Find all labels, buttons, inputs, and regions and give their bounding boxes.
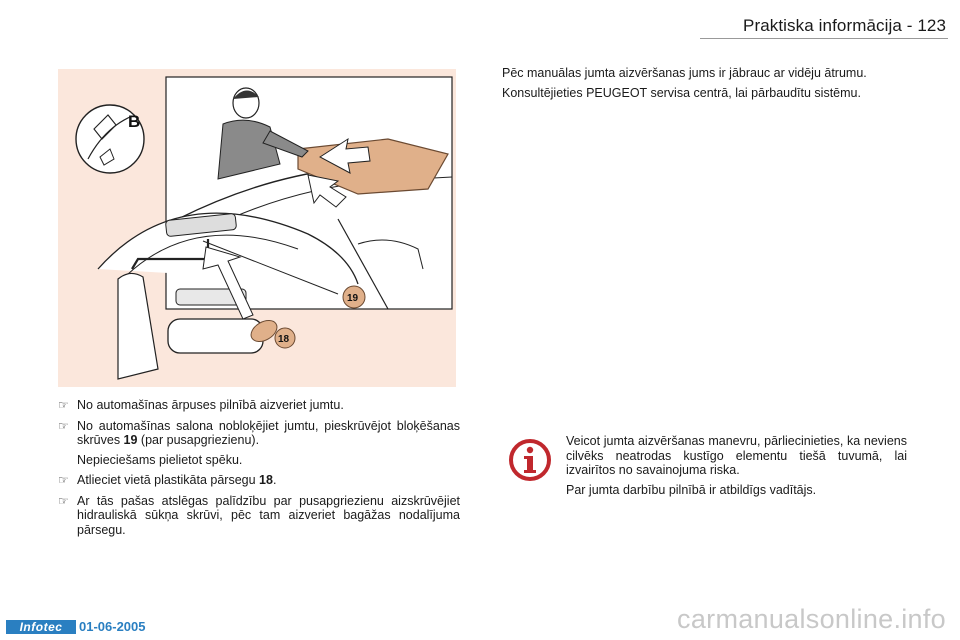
- info-column: Pēc manuālas jumta aizvēršanas jums ir j…: [502, 66, 902, 105]
- watermark: carmanualsonline.info: [677, 604, 946, 634]
- part-number: 18: [259, 473, 273, 487]
- page-header-title: Praktiska informācija - 123: [743, 16, 946, 35]
- info-paragraph: Pēc manuālas jumta aizvēršanas jums ir j…: [502, 66, 867, 80]
- warning-paragraph: Par jumta darbību pilnībā ir atbildīgs v…: [566, 482, 817, 497]
- warning-box: Veicot jumta aizvēršanas manevru, pārlie…: [502, 434, 907, 502]
- roof-closing-illustration: B 19 18: [58, 69, 456, 387]
- warning-paragraph: Veicot jumta aizvēršanas manevru, pārlie…: [566, 434, 907, 477]
- instruction-note: Nepieciešams pielietot spēku.: [77, 452, 243, 467]
- callout-b-label: B: [128, 112, 140, 131]
- pointing-hand-icon: ☞: [58, 418, 69, 433]
- instruction-text-post: .: [272, 473, 277, 487]
- illustration-drawing: B 19 18: [75, 76, 453, 380]
- callout-18-label: 18: [278, 334, 290, 345]
- instruction-item: ☞ Ar tās pašas atslēgas palīdzību par pu…: [58, 494, 460, 538]
- instruction-item: ☞ Atlieciet vietā plastikāta pārsegu 18.: [58, 473, 460, 488]
- instruction-item: ☞ No automašīnas salona nobloķējiet jumt…: [58, 419, 460, 448]
- header-rule: [700, 38, 948, 39]
- instruction-text-pre: Atlieciet vietā plastikāta pārsegu: [77, 473, 260, 487]
- instruction-text-post: (par pusapgriezienu).: [137, 433, 260, 447]
- part-number: 19: [123, 433, 138, 447]
- pointing-hand-icon: ☞: [58, 473, 69, 487]
- infotec-logo: Infotec: [6, 620, 76, 634]
- callout-19-label: 19: [347, 293, 359, 304]
- instructions-column: ☞ No automašīnas ārpuses pilnībā aizveri…: [58, 398, 460, 543]
- info-icon: [509, 439, 551, 481]
- instruction-text-pre: No automašīnas salona nobloķējiet jumtu,…: [77, 418, 460, 448]
- info-paragraph: Konsultējieties PEUGEOT servisa centrā, …: [502, 85, 861, 100]
- instruction-text: Ar tās pašas atslēgas palīdzību par pusa…: [77, 493, 460, 537]
- pointing-hand-icon: ☞: [58, 493, 69, 508]
- pointing-hand-icon: ☞: [58, 398, 69, 412]
- instruction-item: ☞ No automašīnas ārpuses pilnībā aizveri…: [58, 398, 460, 413]
- footer-date: 01-06-2005: [79, 619, 146, 634]
- instruction-text: No automašīnas ārpuses pilnībā aizveriet…: [77, 398, 344, 412]
